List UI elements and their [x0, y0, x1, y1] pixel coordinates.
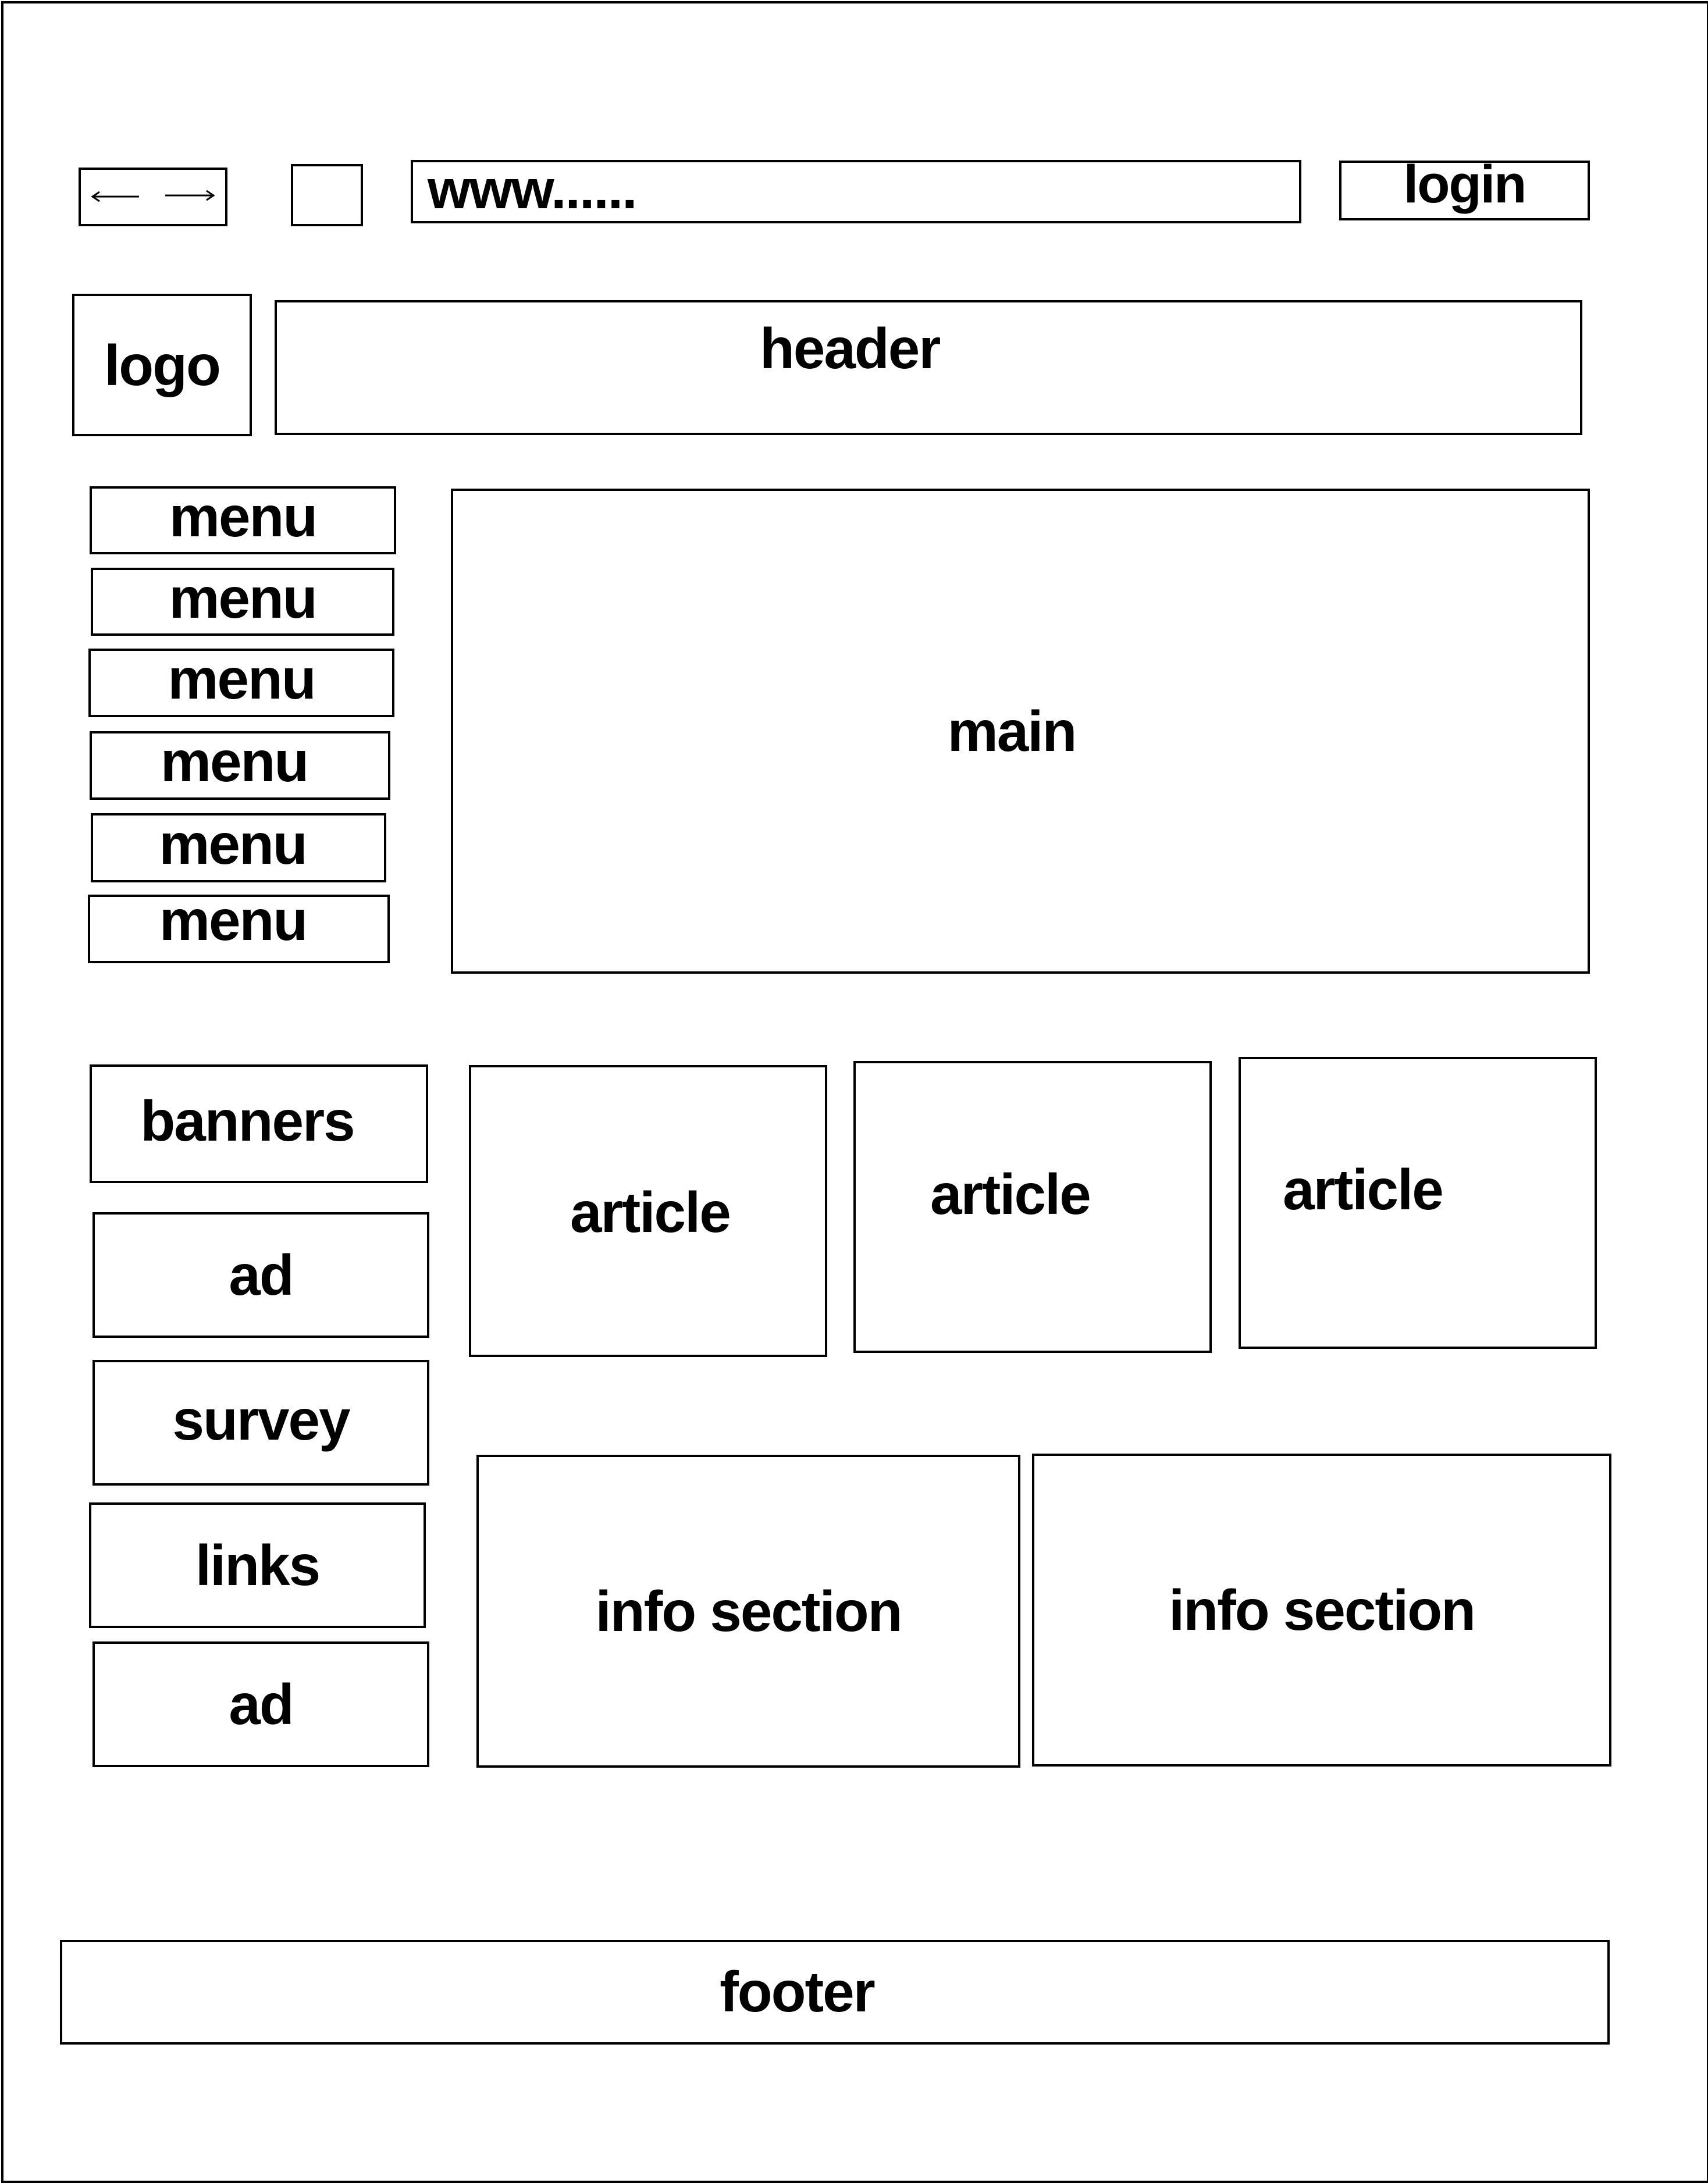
article-label: article	[930, 1162, 1091, 1226]
banners-label: banners	[140, 1089, 355, 1153]
menu-item-label: menu	[160, 729, 309, 793]
menu-item-1[interactable]: menu	[90, 486, 396, 554]
arrow-right-icon[interactable]	[165, 190, 215, 201]
login-label: login	[1403, 154, 1527, 214]
menu-item-label: menu	[169, 484, 318, 549]
menu-item-label: menu	[168, 647, 316, 711]
menu-item-label: menu	[159, 888, 308, 952]
info-section-label: info section	[1169, 1578, 1476, 1642]
article-label: article	[570, 1180, 731, 1244]
nav-arrows-svg	[91, 190, 215, 202]
article-3[interactable]: article	[1239, 1057, 1597, 1349]
menu-item-label: menu	[159, 811, 307, 876]
sidebar-banners[interactable]: banners	[90, 1064, 428, 1183]
article-1[interactable]: article	[469, 1065, 827, 1357]
article-2[interactable]: article	[853, 1061, 1212, 1353]
menu-item-4[interactable]: menu	[90, 731, 390, 800]
logo[interactable]: logo	[72, 294, 252, 436]
menu-item-label: menu	[169, 565, 317, 630]
logo-label: logo	[104, 333, 221, 397]
footer-label: footer	[720, 1960, 876, 2024]
header-label: header	[760, 316, 941, 380]
survey-label: survey	[172, 1388, 350, 1452]
url-text: www......	[428, 159, 638, 220]
menu-item-2[interactable]: menu	[91, 568, 394, 636]
menu-item-6[interactable]: menu	[88, 888, 390, 963]
main-label: main	[947, 699, 1077, 763]
header: header	[275, 300, 1582, 435]
menu-item-5[interactable]: menu	[91, 813, 386, 882]
login-button[interactable]: login	[1339, 154, 1590, 220]
menu-item-3[interactable]: menu	[88, 649, 394, 717]
info-section-2[interactable]: info section	[1032, 1454, 1611, 1767]
sidebar-survey[interactable]: survey	[92, 1360, 429, 1486]
info-section-1[interactable]: info section	[476, 1455, 1020, 1768]
blank-square-icon[interactable]	[291, 164, 363, 226]
links-label: links	[195, 1533, 321, 1597]
ad-label: ad	[229, 1672, 294, 1736]
main-content: main	[451, 489, 1590, 974]
article-label: article	[1283, 1158, 1444, 1222]
footer: footer	[60, 1940, 1610, 2045]
arrow-left-icon[interactable]	[91, 191, 139, 202]
sidebar-ad-2[interactable]: ad	[92, 1641, 429, 1767]
sidebar-links[interactable]: links	[89, 1502, 426, 1628]
ad-label: ad	[229, 1243, 294, 1307]
info-section-label: info section	[595, 1579, 903, 1643]
sidebar-ad-1[interactable]: ad	[92, 1212, 429, 1338]
nav-arrows-button[interactable]	[79, 168, 227, 226]
url-bar[interactable]: www......	[411, 160, 1301, 223]
